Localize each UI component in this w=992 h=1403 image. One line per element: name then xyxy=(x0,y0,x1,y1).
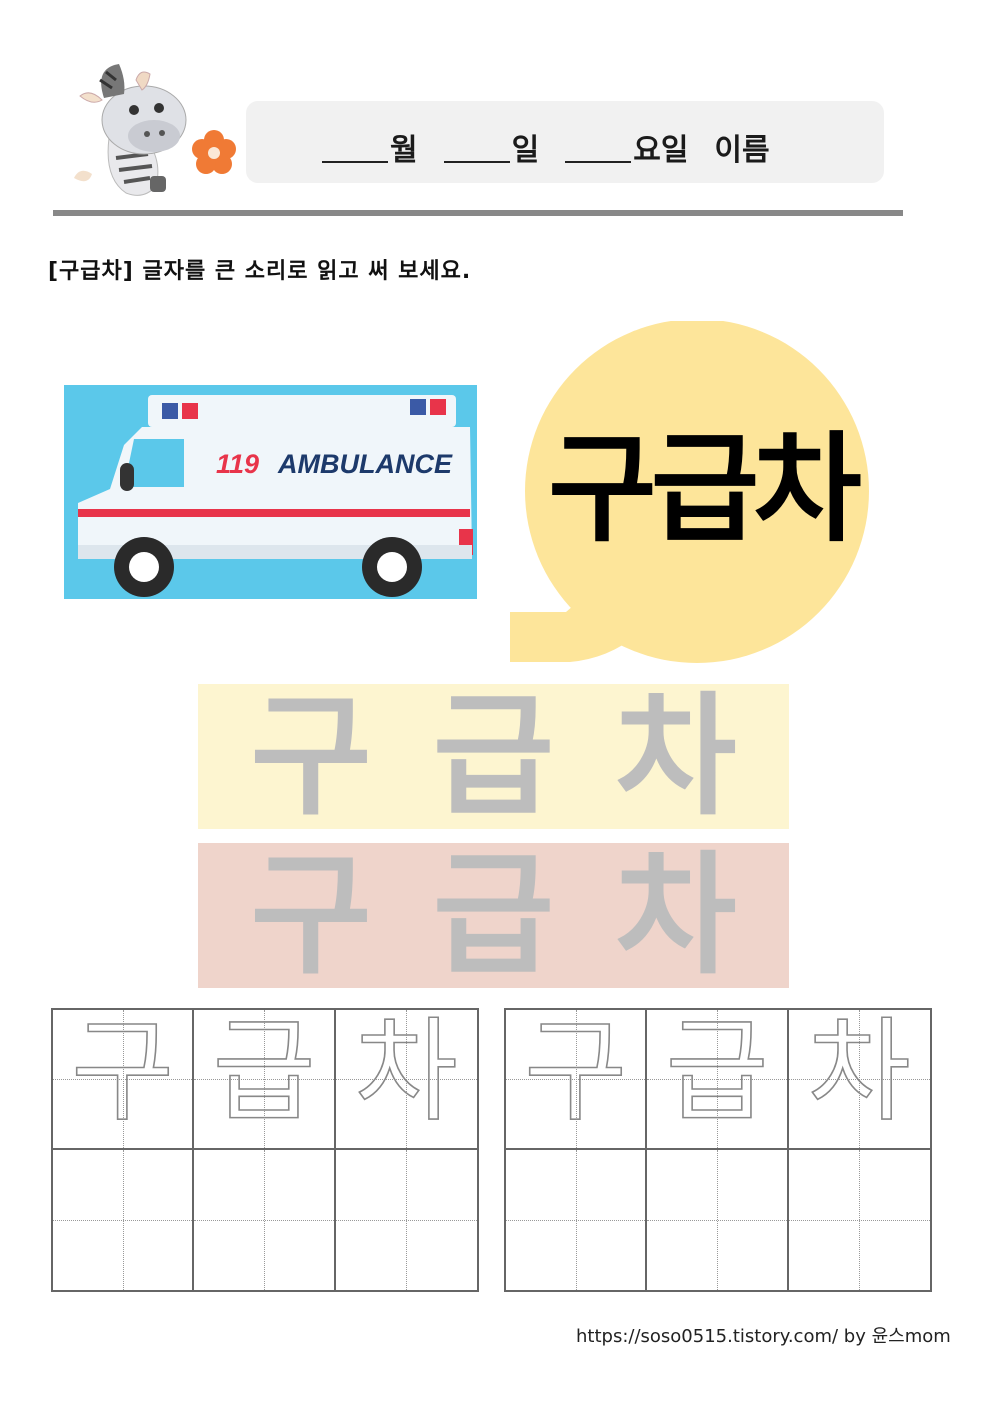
writing-grid-right: 구 급 차 xyxy=(504,1008,932,1292)
weekday-label: 요일 xyxy=(633,133,689,168)
blank-writing-cell[interactable] xyxy=(788,1150,930,1290)
band-syllable: 구 xyxy=(250,679,372,834)
header-divider xyxy=(53,210,903,216)
band-syllable: 차 xyxy=(615,838,737,993)
month-label: 월 xyxy=(390,133,418,168)
trace-cell[interactable]: 차 xyxy=(788,1010,930,1150)
instruction-text: [구급차] 글자를 큰 소리로 읽고 써 보세요. xyxy=(48,259,472,284)
writing-grid-left: 구 급 차 xyxy=(51,1008,479,1292)
trace-syllable: 급 xyxy=(212,1010,317,1137)
name-label: 이름 xyxy=(714,133,770,168)
ambulance-label: AMBULANCE xyxy=(277,449,453,479)
blank-writing-cell[interactable] xyxy=(53,1150,195,1290)
day-blank[interactable] xyxy=(443,161,510,163)
footer-credit: https://soso0515.tistory.com/ by 윤스mom xyxy=(576,1326,951,1347)
day-label: 일 xyxy=(511,133,540,168)
bubble-word: 구급차 xyxy=(548,420,862,558)
trace-syllable: 차 xyxy=(354,1010,459,1137)
practice-band-pink: 구 급 차 xyxy=(198,843,789,988)
trace-cell[interactable]: 구 xyxy=(506,1010,648,1150)
student-info-box: 월 일 요일 이름 xyxy=(246,101,884,183)
trace-cell[interactable]: 차 xyxy=(335,1010,477,1150)
blank-writing-cell[interactable] xyxy=(506,1150,648,1290)
trace-syllable: 구 xyxy=(523,1010,628,1137)
trace-cell[interactable]: 급 xyxy=(194,1010,336,1150)
band-syllable: 구 xyxy=(250,838,372,993)
blank-writing-cell[interactable] xyxy=(335,1150,477,1290)
ambulance-number: 119 xyxy=(216,449,259,479)
trace-cell[interactable]: 구 xyxy=(53,1010,195,1150)
month-blank[interactable] xyxy=(322,161,388,163)
band-syllable: 급 xyxy=(432,838,555,993)
info-row: 월 일 요일 이름 xyxy=(322,125,770,169)
blank-writing-cell[interactable] xyxy=(194,1150,336,1290)
band-syllable: 차 xyxy=(615,679,737,834)
speech-bubble xyxy=(510,321,869,663)
trace-syllable: 급 xyxy=(665,1010,770,1137)
trace-syllable: 구 xyxy=(70,1010,175,1137)
band-syllable: 급 xyxy=(432,679,555,834)
trace-cell[interactable]: 급 xyxy=(647,1010,789,1150)
practice-band-yellow: 구 급 차 xyxy=(198,684,789,829)
ambulance-illustration: 119 AMBULANCE xyxy=(64,385,477,599)
weekday-blank[interactable] xyxy=(565,161,632,163)
zebra-mascot-icon xyxy=(74,64,236,196)
blank-writing-cell[interactable] xyxy=(647,1150,789,1290)
trace-syllable: 차 xyxy=(807,1010,912,1137)
